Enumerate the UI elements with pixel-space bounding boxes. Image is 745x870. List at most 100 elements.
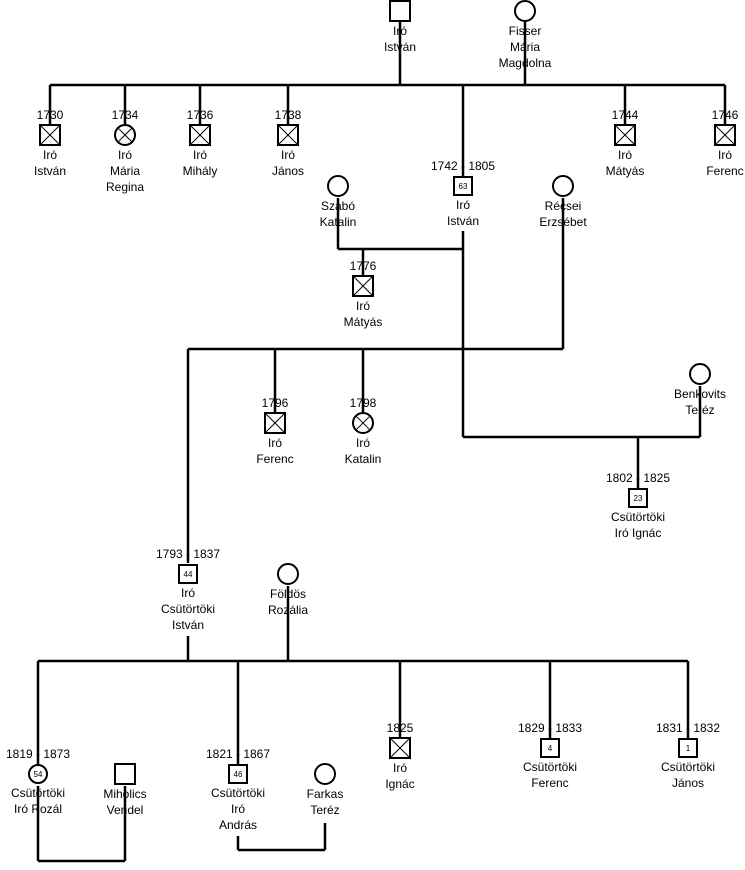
age-badge: 4: [548, 744, 553, 753]
person-years: 1744: [612, 108, 639, 122]
person-years: 1734: [112, 108, 139, 122]
person-name-line: Katalin: [320, 215, 357, 229]
person-name-line: Iró: [393, 761, 407, 775]
person-years: 1796: [262, 396, 289, 410]
male-square-icon: [114, 763, 136, 785]
person-name-line: Farkas: [307, 787, 344, 801]
person-years: 1793 - 1837: [156, 547, 220, 561]
person-name-line: Mária: [110, 164, 140, 178]
person-name-line: Csütörtöki: [211, 786, 265, 800]
person-name-line: Csütörtöki: [161, 602, 215, 616]
person-name-line: Teréz: [685, 403, 714, 417]
person-name-line: Benkovits: [674, 387, 726, 401]
person-name-line: Rozália: [268, 603, 308, 617]
male-square-icon: [678, 738, 698, 758]
female-circle-icon: [689, 363, 711, 385]
age-badge: 54: [34, 770, 43, 779]
person-name-line: Iró: [43, 148, 57, 162]
person-name-line: Szabó: [321, 199, 355, 213]
female-circle-icon: [552, 175, 574, 197]
person-name-line: Ignác: [385, 777, 414, 791]
person-name-line: Iró: [356, 299, 370, 313]
person-years: 1776: [350, 259, 377, 273]
person-name-line: Iró: [181, 586, 195, 600]
person-name-line: Ferenc: [256, 452, 293, 466]
age-badge: 63: [459, 182, 468, 191]
deceased-cross-icon: [39, 124, 61, 146]
person-name-line: Mátyás: [344, 315, 383, 329]
person-name-line: Iró: [618, 148, 632, 162]
person-name-line: Csütörtöki: [661, 760, 715, 774]
person-name-line: Iró: [231, 802, 245, 816]
person-name-line: Iró Rozál: [14, 802, 62, 816]
person-years: 1802 - 1825: [606, 471, 670, 485]
female-circle-icon: [28, 764, 48, 784]
person-name-line: Mihály: [183, 164, 218, 178]
person-name-line: Miholics: [103, 787, 146, 801]
person-name-line: Magdolna: [499, 56, 552, 70]
person-years: 1730: [37, 108, 64, 122]
person-name-line: Mátyás: [606, 164, 645, 178]
person-name-line: János: [272, 164, 304, 178]
person-name-line: Regina: [106, 180, 144, 194]
deceased-cross-icon: [389, 737, 411, 759]
person-years: 1742 - 1805: [431, 159, 495, 173]
female-circle-icon: [514, 0, 536, 22]
person-name-line: Ferenc: [706, 164, 743, 178]
person-name-line: Iró: [393, 24, 407, 38]
person-years: 1819 - 1873: [6, 747, 70, 761]
person-years: 1798: [350, 396, 377, 410]
person-name-line: Iró: [281, 148, 295, 162]
person-name-line: Katalin: [345, 452, 382, 466]
deceased-cross-icon: [277, 124, 299, 146]
person-name-line: Récsei: [545, 199, 582, 213]
deceased-cross-icon: [189, 124, 211, 146]
person-name-line: Iró: [356, 436, 370, 450]
person-name-line: Iró: [718, 148, 732, 162]
person-name-line: Teréz: [310, 803, 339, 817]
person-name-line: Vendel: [107, 803, 144, 817]
person-name-line: István: [34, 164, 66, 178]
person-years: 1821 - 1867: [206, 747, 270, 761]
male-square-icon: [540, 738, 560, 758]
person-name-line: Fisser: [509, 24, 542, 38]
person-name-line: István: [384, 40, 416, 54]
male-square-icon: [389, 0, 411, 22]
female-circle-icon: [277, 563, 299, 585]
person-name-line: Ferenc: [531, 776, 568, 790]
person-name-line: István: [172, 618, 204, 632]
deceased-cross-icon: [117, 127, 133, 143]
person-name-line: Iró: [118, 148, 132, 162]
age-badge: 46: [234, 770, 243, 779]
person-name-line: Erzsébet: [539, 215, 587, 229]
male-square-icon: [628, 488, 648, 508]
person-years: 1738: [275, 108, 302, 122]
